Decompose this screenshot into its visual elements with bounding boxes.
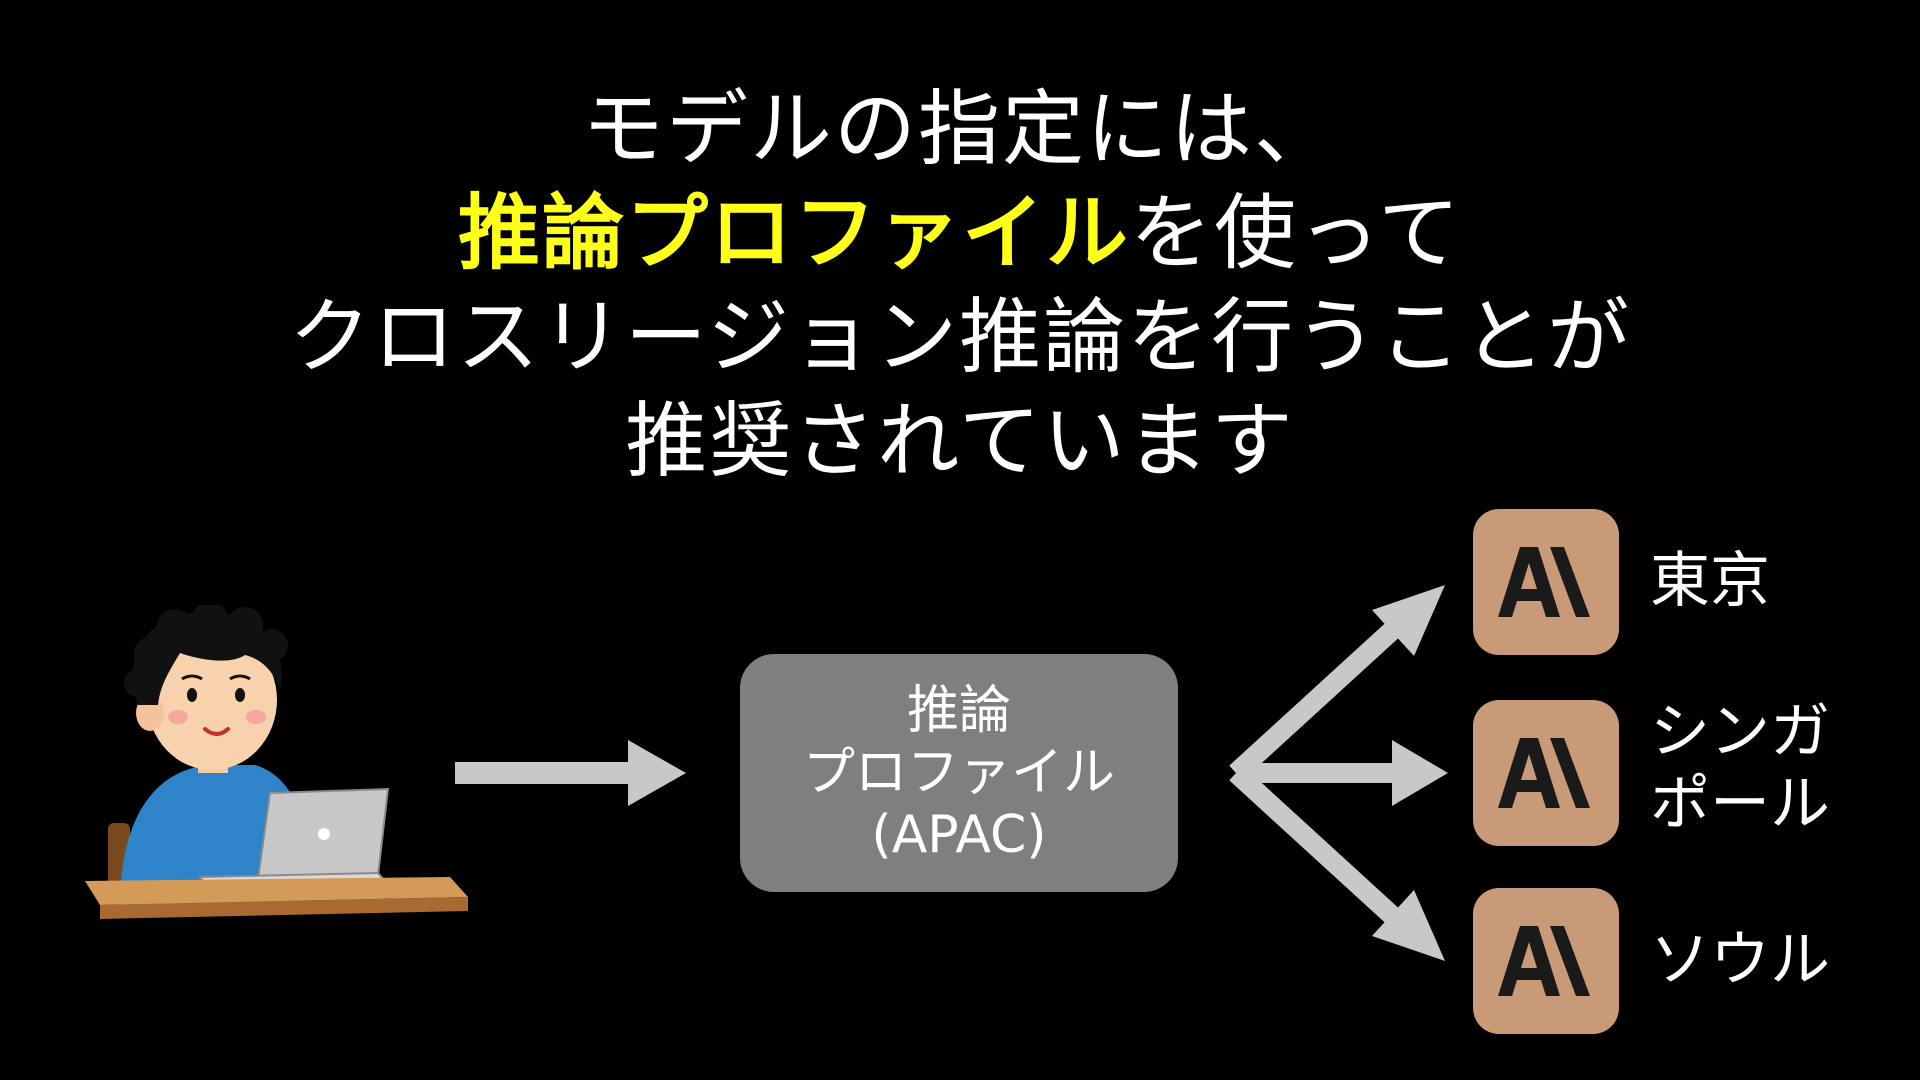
title-line-2: 推論プロファイルを使って — [0, 182, 1920, 286]
profile-box-line-2: プロファイル — [802, 743, 1115, 803]
title-line-3: クロスリージョン推論を行うことが — [288, 290, 1632, 385]
inference-profile-box: 推論 プロファイル (APAC) — [740, 654, 1178, 892]
region-label-singapore-line-2: ポール — [1650, 769, 1830, 839]
anthropic-logo-icon — [1498, 926, 1590, 996]
title-line-1: モデルの指定には、 — [581, 82, 1338, 177]
arrow-to-singapore-head — [1392, 740, 1448, 806]
region-tile-singapore — [1473, 700, 1619, 846]
arrow-to-tokyo-head — [1372, 585, 1445, 656]
region-label-seoul: ソウル — [1650, 925, 1830, 995]
title-line-4: 推奨されています — [625, 394, 1295, 489]
title-line-2-rest: を使って — [1130, 186, 1462, 281]
arrow-to-tokyo-shaft — [1229, 617, 1405, 781]
region-label-tokyo: 東京 — [1650, 546, 1770, 616]
arrow-to-seoul-head — [1372, 890, 1445, 961]
anthropic-logo-icon — [1498, 738, 1590, 808]
region-tile-tokyo — [1473, 509, 1619, 655]
slide-title: モデルの指定には、 推論プロファイルを使って クロスリージョン推論を行うことが … — [0, 78, 1920, 494]
title-highlight: 推論プロファイル — [458, 186, 1131, 281]
arrow-to-seoul-shaft — [1229, 765, 1405, 929]
profile-box-line-1: 推論 — [906, 681, 1011, 741]
arrow-user-to-profile-head — [628, 740, 686, 806]
region-label-singapore: シンガ ポール — [1650, 696, 1830, 840]
profile-box-line-3: (APAC) — [871, 805, 1047, 865]
anthropic-logo-icon — [1498, 547, 1590, 617]
arrow-user-to-profile-shaft — [455, 762, 631, 784]
region-label-singapore-line-1: シンガ — [1650, 697, 1830, 767]
person-with-laptop-icon — [85, 605, 468, 919]
region-tile-seoul — [1473, 888, 1619, 1034]
